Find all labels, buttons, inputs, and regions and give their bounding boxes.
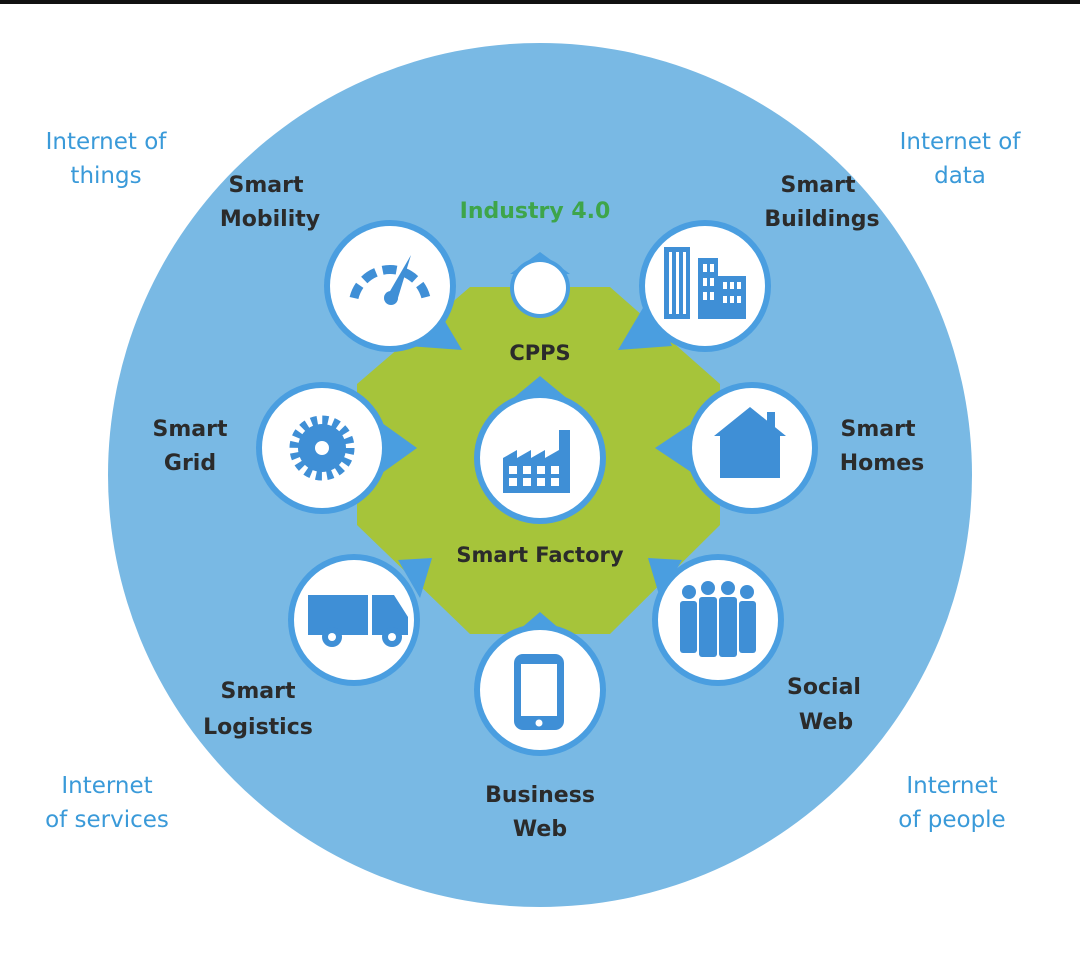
factory-icon xyxy=(503,430,570,493)
industry-label: Industry 4.0 xyxy=(460,199,611,224)
top-border xyxy=(0,0,1080,4)
business-web-node xyxy=(474,612,606,756)
internet-of-things-label-2: things xyxy=(70,163,141,189)
smart-mobility-node xyxy=(324,220,462,352)
social-web-node xyxy=(648,554,784,686)
social-web-label-2: Web xyxy=(799,710,853,735)
smart-grid-label-2: Grid xyxy=(164,451,216,476)
internet-of-people-label-1: Internet xyxy=(906,773,997,799)
business-web-label-1: Business xyxy=(485,783,595,808)
smart-homes-node xyxy=(655,382,818,514)
industry-node xyxy=(510,252,570,318)
internet-of-things-label-1: Internet of xyxy=(46,129,168,155)
social-web-label-1: Social xyxy=(787,675,861,700)
gauge-icon xyxy=(349,255,431,305)
cpps-label: CPPS xyxy=(509,341,570,365)
buildings-icon xyxy=(664,247,746,319)
smart-buildings-label-2: Buildings xyxy=(764,207,879,232)
internet-of-data-label-2: data xyxy=(934,163,986,189)
business-web-label-2: Web xyxy=(513,817,567,842)
smart-buildings-node xyxy=(618,220,771,352)
smart-mobility-label-1: Smart xyxy=(229,173,304,198)
people-icon xyxy=(680,581,756,657)
internet-of-people-label-2: of people xyxy=(898,807,1005,833)
smart-homes-label-2: Homes xyxy=(840,451,924,476)
smart-logistics-node xyxy=(288,554,432,686)
smart-factory-label: Smart Factory xyxy=(456,543,623,567)
smart-buildings-label-1: Smart xyxy=(781,173,856,198)
smart-homes-label-1: Smart xyxy=(841,417,916,442)
smart-grid-label-1: Smart xyxy=(153,417,228,442)
gear-icon xyxy=(289,415,355,481)
smart-logistics-label-2: Logistics xyxy=(203,715,313,740)
house-icon xyxy=(714,407,786,478)
smart-mobility-label-2: Mobility xyxy=(220,207,320,232)
smart-logistics-label-1: Smart xyxy=(221,679,296,704)
smart-grid-node xyxy=(256,382,417,514)
truck-icon xyxy=(308,595,408,647)
internet-of-data-label-1: Internet of xyxy=(900,129,1022,155)
internet-of-services-label-1: Internet xyxy=(61,773,152,799)
center-node xyxy=(474,376,606,524)
phone-icon xyxy=(514,654,564,730)
internet-of-services-label-2: of services xyxy=(45,807,169,833)
